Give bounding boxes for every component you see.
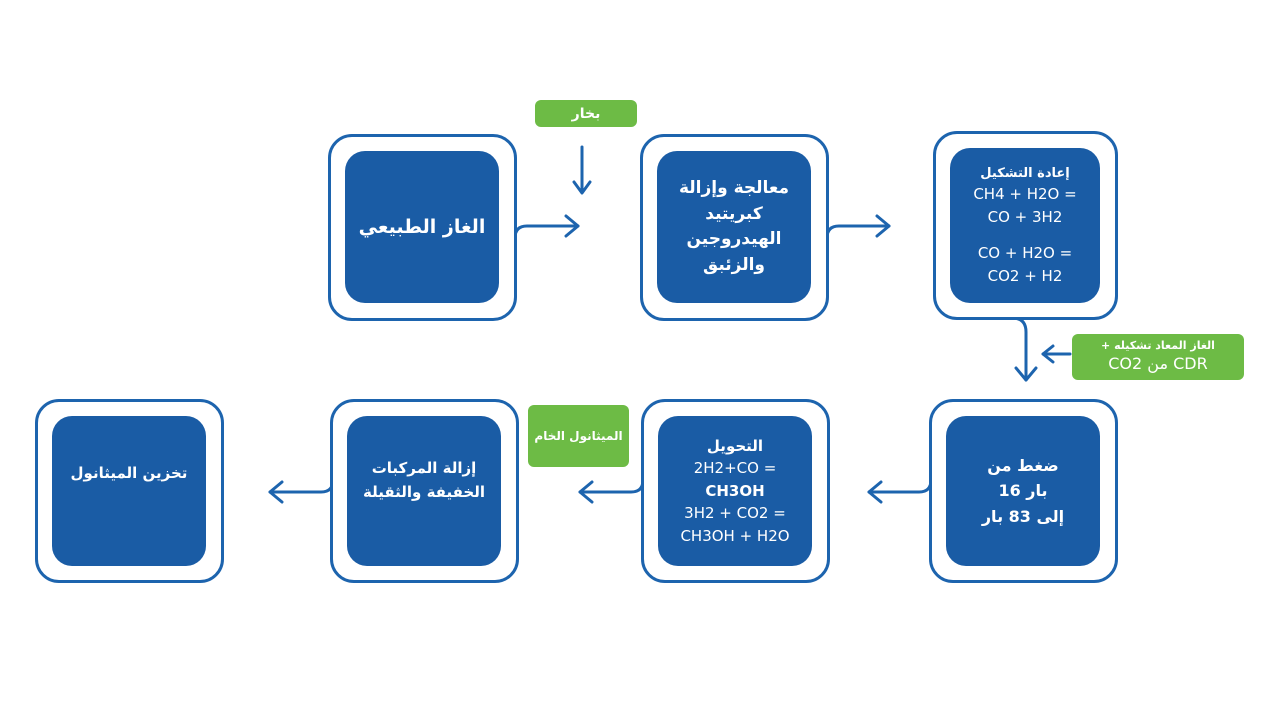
conversion-eq1-line1: 2H2+CO =: [693, 459, 777, 478]
reforming-eq1-line1: CH4 + H2O =: [973, 185, 1077, 204]
purification-line-4: والزئبق: [703, 254, 765, 275]
tag-crude-methanol: الميثانول الخام: [528, 405, 629, 467]
arrowhead-gas-to-purification: [564, 214, 580, 238]
reforming-eq2-line1: CO + H2O =: [977, 244, 1073, 263]
arrowhead-removal-to-storage: [268, 480, 284, 504]
arrowhead-purification-to-reforming: [875, 214, 891, 238]
stage-compression-box: ضغط من 16 بار إلى 83 بار: [946, 416, 1100, 566]
stage-conversion-box: التحويل 2H2+CO = CH3OH 3H2 + CO2 = CH3OH…: [658, 416, 812, 566]
storage-label: تخزين الميثانول: [70, 464, 188, 482]
tag-steam-label: بخار: [571, 105, 601, 122]
tag-reformed-gas-line2: CO2 من CDR: [1108, 353, 1208, 373]
reforming-eq1-line2: CO + 3H2: [987, 207, 1063, 226]
compression-line-3: إلى 83 بار: [981, 506, 1065, 526]
arrowhead-reformed-gas: [1041, 344, 1055, 364]
arrow-gas-to-purification: [513, 224, 580, 250]
tag-reformed-gas: + الغاز المعاد تشكيله CO2 من CDR: [1072, 334, 1244, 380]
stage-storage-box: تخزين الميثانول: [52, 416, 206, 566]
tag-reformed-gas-line1: + الغاز المعاد تشكيله: [1101, 339, 1215, 353]
reforming-title: إعادة التشكيل: [980, 165, 1070, 181]
tag-steam: بخار: [535, 100, 637, 127]
arrowhead-conversion-to-removal: [578, 480, 594, 504]
conversion-eq1-line2: CH3OH: [705, 481, 765, 500]
arrow-compression-to-conversion: [867, 468, 933, 494]
conversion-eq2-line1: 3H2 + CO2 =: [684, 504, 786, 523]
reforming-eq2-line2: CO2 + H2: [987, 266, 1063, 285]
compression-line-1: ضغط من: [987, 455, 1059, 475]
stage-natural-gas-label: الغاز الطبيعي: [358, 216, 486, 238]
stage-removal-box: إزالة المركبات الخفيفة والثقيلة: [347, 416, 501, 566]
arrowhead-compression-to-conversion: [867, 480, 883, 504]
conversion-eq2-line2: CH3OH + H2O: [680, 526, 790, 545]
stage-reforming-box: إعادة التشكيل CH4 + H2O = CO + 3H2 CO + …: [950, 148, 1100, 303]
arrow-removal-to-storage: [268, 468, 335, 494]
arrow-conversion-to-removal: [578, 468, 645, 494]
compression-line-2: 16 بار: [998, 481, 1048, 501]
purification-line-3: الهيدروجين: [686, 229, 782, 249]
purification-line-1: معالجة وإزالة: [678, 178, 790, 198]
removal-line-1: إزالة المركبات: [371, 459, 477, 477]
arrowhead-steam: [572, 180, 592, 195]
removal-line-2: الخفيفة والثقيلة: [363, 483, 485, 501]
conversion-title: التحويل: [706, 436, 764, 455]
arrowhead-reforming-to-compression: [1014, 366, 1038, 382]
arrow-purification-to-reforming: [825, 224, 891, 250]
stage-natural-gas-box: الغاز الطبيعي: [345, 151, 499, 303]
tag-crude-methanol-label: الميثانول الخام: [534, 429, 623, 443]
purification-line-2: كبريتيد: [705, 203, 763, 224]
stage-purification-box: معالجة وإزالة كبريتيد الهيدروجين والزئبق: [657, 151, 811, 303]
